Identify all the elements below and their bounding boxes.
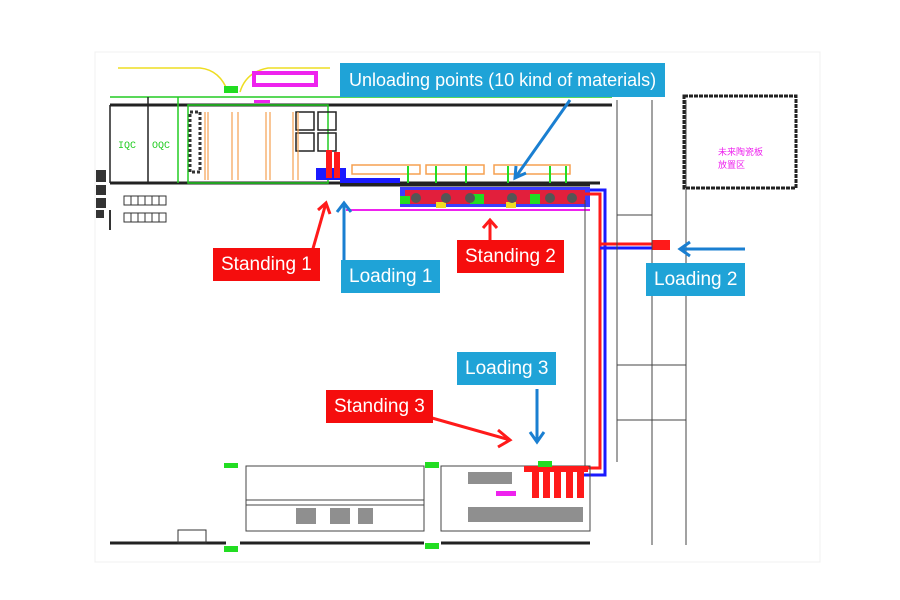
left-side-label-blocks — [96, 170, 111, 230]
upper-building — [109, 96, 612, 185]
loading-3-callout: Loading 3 — [457, 352, 557, 385]
gatehouse — [177, 529, 207, 544]
green-marker — [224, 546, 238, 552]
drawing-sheet — [94, 51, 821, 563]
storage-area-label: 未来陶瓷板 — [718, 146, 763, 158]
green-marker — [224, 86, 238, 93]
green-marker — [224, 463, 238, 468]
magenta-marker — [252, 71, 318, 87]
lower-building — [245, 465, 591, 532]
arrow-heads — [317, 165, 691, 449]
loading-1-callout: Loading 1 — [341, 260, 441, 293]
iqc-room-label: IQC — [118, 141, 136, 152]
standing-1-arrow — [310, 202, 328, 253]
oqc-room-label: OQC — [152, 141, 170, 152]
green-marker — [425, 543, 439, 549]
production-line-orange-racks — [351, 164, 571, 175]
right-corridor-walls — [584, 100, 687, 545]
loading-2-callout: Loading 2 — [646, 263, 746, 296]
callout-arrows — [310, 99, 745, 442]
magenta-marker — [496, 491, 516, 496]
standing-3-equipment — [524, 466, 588, 498]
unloading-arrow — [513, 99, 572, 179]
orange-racks — [204, 112, 299, 180]
standing-2-callout: Standing 2 — [457, 240, 564, 273]
green-marker — [425, 462, 439, 468]
rack-stack — [188, 110, 202, 174]
storage-area-label: 放置区 — [718, 159, 745, 171]
production-line-machines — [400, 187, 590, 208]
unloading-down-arrows — [407, 166, 567, 183]
standing-3-arrow — [431, 416, 511, 442]
lower-parking-grids — [296, 472, 583, 524]
loading-1-equipment — [316, 150, 400, 183]
unloading-points-callout: Unloading points (10 kind of materials) — [340, 63, 666, 97]
magenta-marker — [254, 100, 270, 103]
standing-3-callout: Standing 3 — [326, 390, 433, 423]
green-marker — [538, 461, 552, 467]
parking-grid-left — [123, 195, 167, 223]
loading-2-dock — [652, 240, 670, 250]
ceramic-board-storage-area — [682, 94, 798, 190]
standing-1-callout: Standing 1 — [213, 248, 320, 281]
